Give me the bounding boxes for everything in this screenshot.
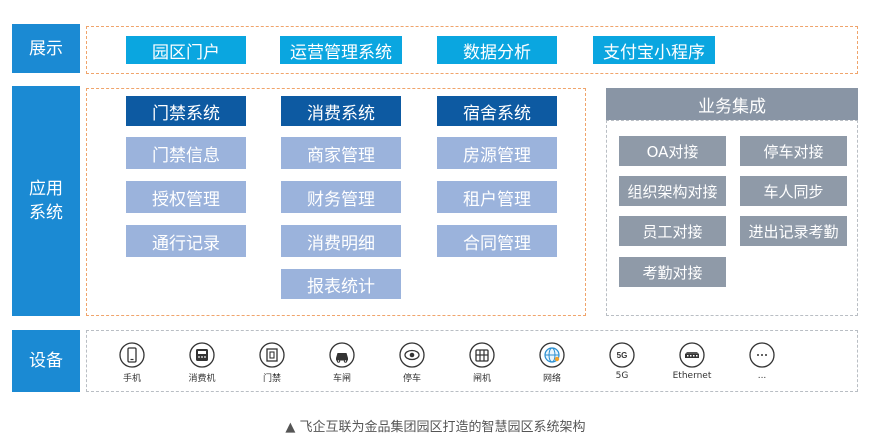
turnstile-icon (469, 342, 495, 368)
integration-item-attendance: 考勤对接 (619, 257, 726, 287)
door-access-icon (259, 342, 285, 368)
device-label-pos: 消费机 (188, 374, 216, 384)
layer-label-application: 应用 系统 (12, 86, 80, 316)
integration-item-org-structure: 组织架构对接 (619, 176, 726, 206)
network-globe-icon (539, 342, 565, 368)
5g-icon: 5G (609, 342, 635, 368)
device-label-network: 网络 (542, 374, 561, 384)
access-system-title: 门禁系统 (126, 96, 246, 126)
dormitory-system-title: 宿舍系统 (437, 96, 557, 126)
integration-item-vehicle-person-sync: 车人同步 (740, 176, 847, 206)
device-label-turnstile: 闸机 (472, 374, 491, 384)
mobile-phone-icon (119, 342, 145, 368)
device-phone: 手机 (97, 342, 167, 384)
integration-item-employee: 员工对接 (619, 216, 726, 246)
display-item-alipay-miniprogram: 支付宝小程序 (593, 36, 715, 64)
device-5g: 5G 5G (587, 342, 657, 384)
display-item-operations-system: 运营管理系统 (280, 36, 402, 64)
device-turnstile: 闸机 (447, 342, 517, 384)
device-label-ethernet: Ethernet (672, 371, 712, 381)
dormitory-item-housing: 房源管理 (437, 137, 557, 169)
device-more: ... (727, 342, 797, 384)
figure-caption: ▲ 飞企互联为金品集团园区打造的智慧园区系统架构 (285, 420, 586, 435)
application-layer-frame (86, 88, 586, 316)
access-item-info: 门禁信息 (126, 137, 246, 169)
device-layer-frame (86, 330, 858, 392)
consumption-item-merchants: 商家管理 (281, 137, 401, 169)
integration-item-entry-attendance: 进出记录考勤 (740, 216, 847, 246)
integration-item-oa: OA对接 (619, 136, 726, 166)
display-item-data-analysis: 数据分析 (437, 36, 557, 64)
device-door-access: 门禁 (237, 342, 307, 384)
device-label-parking: 停车 (402, 374, 421, 384)
dormitory-item-contracts: 合同管理 (437, 225, 557, 257)
consumption-item-details: 消费明细 (281, 225, 401, 257)
device-label-more: ... (757, 371, 767, 381)
pos-terminal-icon (189, 342, 215, 368)
device-label-car-gate: 车闸 (332, 374, 351, 384)
consumption-item-finance: 财务管理 (281, 181, 401, 213)
device-label-door-access: 门禁 (262, 374, 281, 384)
business-integration-frame (606, 120, 858, 316)
device-label-phone: 手机 (122, 374, 141, 384)
display-item-park-portal: 园区门户 (126, 36, 246, 64)
device-parking: 停车 (377, 342, 447, 384)
integration-item-parking: 停车对接 (740, 136, 847, 166)
device-label-5g: 5G (615, 371, 629, 381)
business-integration-title: 业务集成 (606, 88, 858, 120)
dormitory-item-tenants: 租户管理 (437, 181, 557, 213)
parking-camera-icon (399, 342, 425, 368)
device-pos: 消费机 (167, 342, 237, 384)
more-icon (749, 342, 775, 368)
ethernet-switch-icon (679, 342, 705, 368)
access-item-authorization: 授权管理 (126, 181, 246, 213)
consumption-system-title: 消费系统 (281, 96, 401, 126)
display-layer-frame (86, 26, 858, 74)
access-item-records: 通行记录 (126, 225, 246, 257)
car-gate-icon (329, 342, 355, 368)
device-network: 网络 (517, 342, 587, 384)
layer-label-device: 设备 (12, 330, 80, 392)
5g-glyph: 5G (617, 351, 628, 360)
device-row: 手机 消费机 门禁 车闸 (97, 342, 797, 384)
layer-label-display: 展示 (12, 24, 80, 73)
consumption-item-reports: 报表统计 (281, 269, 401, 299)
device-ethernet: Ethernet (657, 342, 727, 384)
device-car-gate: 车闸 (307, 342, 377, 384)
